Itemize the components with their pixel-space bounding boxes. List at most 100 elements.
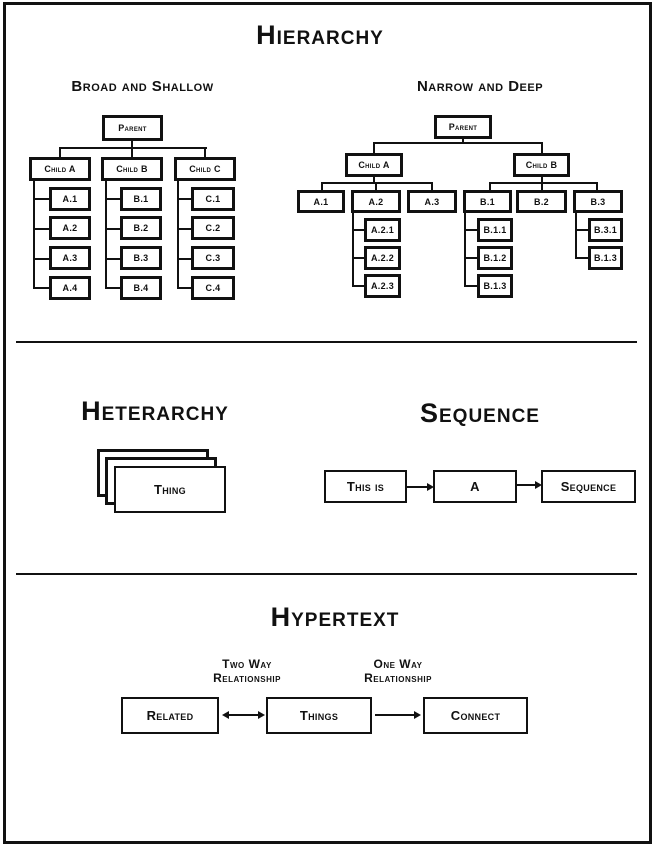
connector-line — [33, 287, 49, 289]
label-line: Two Way — [222, 657, 272, 671]
broad-child-c-node: Child C — [174, 157, 236, 181]
connector-line — [105, 287, 121, 289]
leaf-node: A.2 — [351, 190, 401, 213]
one-way-label: One Way Relationship — [338, 657, 458, 685]
leaf-node: B.3.1 — [588, 218, 623, 242]
arrow-right-icon — [535, 481, 542, 489]
narrow-deep-title: Narrow and Deep — [416, 78, 544, 95]
connector-line — [131, 147, 133, 157]
connector-line — [517, 484, 535, 486]
leaf-node: A.1 — [297, 190, 345, 213]
hierarchy-title: Hierarchy — [256, 20, 384, 50]
connector-line — [375, 714, 415, 716]
connector-line — [105, 198, 121, 200]
arrow-right-icon — [258, 711, 265, 719]
sequence-step: This is — [324, 470, 407, 503]
sequence-step: A — [433, 470, 517, 503]
hypertext-node: Things — [266, 697, 372, 734]
hypertext-node: Connect — [423, 697, 528, 734]
leaf-node: A.2.2 — [364, 246, 401, 270]
broad-child-a-node: Child A — [29, 157, 91, 181]
broad-shallow-title: Broad and Shallow — [71, 78, 214, 95]
leaf-node: A.4 — [49, 276, 91, 300]
connector-line — [177, 287, 192, 289]
label-line: Relationship — [364, 671, 432, 685]
narrow-child-b-node: Child B — [513, 153, 570, 177]
narrow-parent-node: Parent — [434, 115, 492, 139]
connector-line — [321, 182, 323, 190]
connector-line — [575, 229, 588, 231]
connector-line — [464, 213, 466, 287]
connector-line — [33, 258, 49, 260]
two-way-label: Two Way Relationship — [187, 657, 307, 685]
connector-line — [575, 213, 577, 259]
broad-child-b-node: Child B — [101, 157, 163, 181]
connector-line — [541, 142, 543, 153]
leaf-node: B.1.1 — [477, 218, 513, 242]
connector-line — [407, 486, 427, 488]
leaf-node: A.3 — [407, 190, 457, 213]
connector-line — [489, 182, 491, 190]
leaf-node: B.2 — [516, 190, 567, 213]
leaf-node: B.3 — [573, 190, 623, 213]
leaf-node: B.1.3 — [477, 274, 513, 298]
connector-line — [462, 139, 464, 144]
leaf-node: B.3 — [120, 246, 162, 270]
connector-line — [352, 285, 364, 287]
leaf-node: A.2.3 — [364, 274, 401, 298]
connector-line — [105, 228, 121, 230]
connector-line — [373, 142, 375, 153]
label-line: Relationship — [213, 671, 281, 685]
leaf-node: C.3 — [191, 246, 235, 270]
connector-line — [352, 257, 364, 259]
leaf-node: C.2 — [191, 216, 235, 240]
broad-parent-node: Parent — [102, 115, 163, 141]
section-divider — [16, 341, 637, 343]
sequence-step: Sequence — [541, 470, 636, 503]
connector-line — [352, 229, 364, 231]
connector-line — [33, 228, 49, 230]
connector-line — [464, 229, 477, 231]
leaf-node: B.4 — [120, 276, 162, 300]
diagram-frame — [3, 2, 652, 844]
connector-line — [177, 258, 192, 260]
connector-line — [596, 182, 598, 190]
section-divider — [16, 573, 637, 575]
leaf-node: B.1.2 — [477, 246, 513, 270]
leaf-node: A.2.1 — [364, 218, 401, 242]
connector-line — [105, 181, 107, 289]
connector-line — [489, 182, 598, 184]
connector-line — [464, 285, 477, 287]
connector-line — [33, 181, 35, 289]
connector-line — [352, 213, 354, 287]
connector-line — [131, 141, 133, 149]
connector-line — [228, 714, 258, 716]
label-line: One Way — [373, 657, 423, 671]
leaf-node: B.1 — [120, 187, 162, 211]
thing-card: Thing — [114, 466, 226, 513]
leaf-node: B.1 — [463, 190, 512, 213]
leaf-node: B.2 — [120, 216, 162, 240]
connector-line — [105, 258, 121, 260]
sequence-title: Sequence — [420, 398, 540, 428]
connector-line — [431, 182, 433, 190]
heterarchy-title: Heterarchy — [81, 396, 229, 426]
connector-line — [321, 182, 433, 184]
leaf-node: A.3 — [49, 246, 91, 270]
connector-line — [373, 142, 543, 144]
connector-line — [204, 147, 206, 157]
leaf-node: A.1 — [49, 187, 91, 211]
connector-line — [177, 181, 179, 289]
leaf-node: A.2 — [49, 216, 91, 240]
connector-line — [464, 257, 477, 259]
connector-line — [575, 257, 588, 259]
connector-line — [541, 182, 543, 190]
connector-line — [177, 228, 192, 230]
connector-line — [177, 198, 192, 200]
connector-line — [373, 177, 375, 183]
leaf-node: C.1 — [191, 187, 235, 211]
connector-line — [541, 177, 543, 183]
connector-line — [33, 198, 49, 200]
leaf-node: C.4 — [191, 276, 235, 300]
arrow-right-icon — [427, 483, 434, 491]
